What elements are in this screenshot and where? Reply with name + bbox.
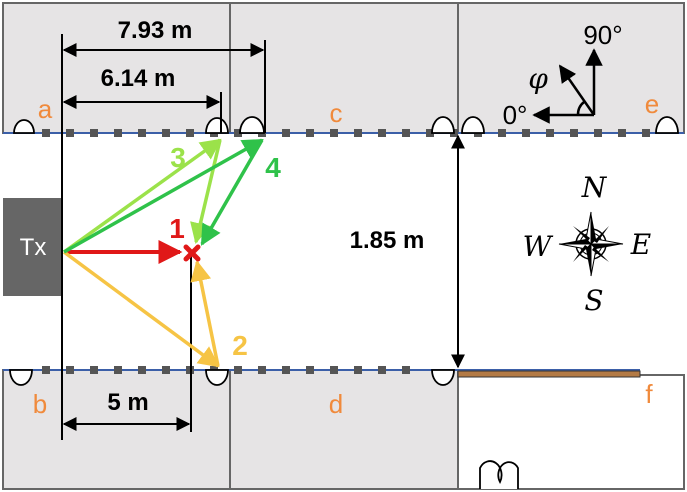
path-3-to-wall — [62, 138, 222, 254]
door-arc-icon — [655, 116, 679, 134]
wall-dot — [330, 366, 338, 374]
wall-dot — [234, 129, 242, 137]
wall-dot — [402, 366, 410, 374]
wall-dot — [306, 129, 314, 137]
compass-label-s: S — [584, 284, 603, 317]
tx-label: Tx — [20, 234, 47, 261]
wall-dot — [378, 129, 386, 137]
dim-label-185: 1.85 m — [350, 227, 425, 254]
compass-label-e: E — [630, 228, 651, 261]
wall-dot — [402, 129, 410, 137]
room-a — [2, 2, 231, 134]
bottom-wall-dots — [42, 366, 410, 374]
wall-dot — [234, 366, 242, 374]
path-label-3: 3 — [170, 142, 186, 173]
compass-label-n: N — [581, 171, 608, 204]
door-arc-icon — [461, 116, 485, 134]
angle-label-phi: φ — [528, 62, 548, 95]
path-2-to-wall — [62, 250, 220, 368]
door-arc-icon — [239, 116, 265, 134]
wall-dot — [162, 129, 170, 137]
angle-label-90: 90° — [583, 20, 622, 50]
door-arc-icon — [13, 119, 35, 134]
door-arc-icon — [205, 117, 229, 134]
room-label-d: d — [329, 389, 343, 419]
wall-dot — [522, 129, 530, 137]
wall-dot — [306, 366, 314, 374]
door-arc-icon — [431, 116, 455, 134]
wall-dot — [642, 129, 650, 137]
wall-dot — [42, 366, 50, 374]
wall-dot — [426, 129, 434, 137]
wall-dot — [282, 366, 290, 374]
wall-dot — [186, 129, 194, 137]
compass-rose-icon — [558, 211, 624, 277]
wall-dot — [114, 366, 122, 374]
wall-dot — [546, 129, 554, 137]
dim-label-614: 6.14 m — [101, 65, 176, 92]
door-arc-icon — [9, 369, 33, 386]
room-label-c: c — [330, 98, 343, 128]
wall-dot — [66, 366, 74, 374]
wall-dot — [378, 366, 386, 374]
wall-dot — [90, 366, 98, 374]
wall-dot — [618, 129, 626, 137]
wall-dot — [138, 129, 146, 137]
door-arc-icon — [431, 369, 455, 386]
path-2-to-rx — [190, 259, 220, 367]
dim-label-793: 7.93 m — [118, 17, 193, 44]
wall-dot — [42, 129, 50, 137]
compass-label-w: W — [523, 230, 554, 263]
path-4-to-rx — [200, 139, 264, 246]
dim-label-5: 5 m — [107, 389, 148, 416]
wall-dot — [162, 366, 170, 374]
path-label-2: 2 — [232, 330, 248, 361]
wall-dot — [330, 129, 338, 137]
angle-axes-icon — [532, 48, 603, 124]
wall-dot — [594, 129, 602, 137]
wall-dot — [282, 129, 290, 137]
wall-dot — [354, 129, 362, 137]
path-3-to-rx — [190, 139, 222, 245]
room-label-e: e — [645, 89, 659, 119]
room-label-a: a — [38, 94, 53, 124]
tx-block — [3, 198, 62, 296]
door-arc-icon — [479, 460, 519, 489]
wall-dot — [90, 129, 98, 137]
angle-label-0: 0° — [503, 100, 528, 130]
room-c — [229, 2, 459, 134]
wall-dot — [570, 129, 578, 137]
brown-wall-segment — [457, 370, 641, 378]
path-4-to-wall — [63, 138, 264, 254]
room-d — [229, 369, 459, 490]
wall-dot — [354, 366, 362, 374]
wall-dot — [258, 366, 266, 374]
wall-dot — [498, 129, 506, 137]
wall-dot — [114, 129, 122, 137]
door-arc-icon — [205, 369, 229, 386]
wall-dot — [66, 129, 74, 137]
room-label-f: f — [645, 379, 653, 409]
room-label-b: b — [33, 389, 47, 419]
path-label-1: 1 — [169, 213, 185, 244]
path-label-4: 4 — [265, 152, 281, 183]
receiver-x-icon — [183, 244, 201, 262]
room-b — [2, 369, 231, 490]
wall-dot — [138, 366, 146, 374]
